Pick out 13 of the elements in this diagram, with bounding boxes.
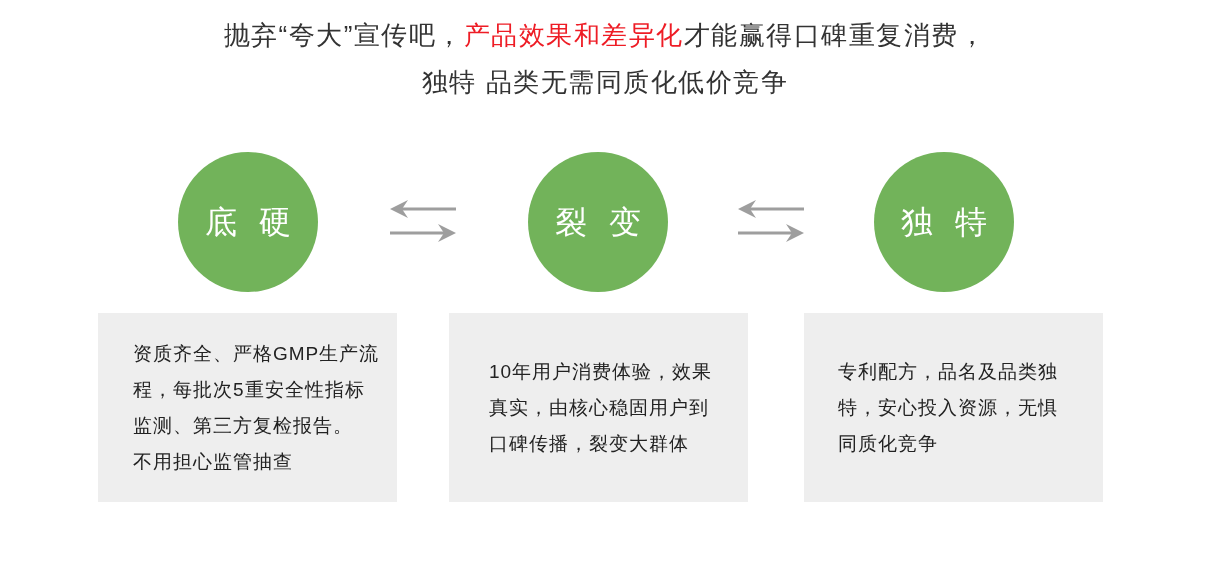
- circle-label: 底硬: [205, 203, 313, 241]
- arrow: [390, 200, 456, 218]
- arrow: [738, 200, 804, 218]
- subtitle: 独特 品类无需同质化低价竞争: [421, 66, 789, 98]
- title: 抛弃“夸大”宣传吧，产品效果和差异化才能赢得口碑重复消费，: [223, 19, 987, 51]
- panel-text: 资质齐全、严格GMP生产流程，每批次5重安全性指标监测、第三方复检报告。: [133, 341, 381, 438]
- arrow: [390, 224, 456, 242]
- panel-text: 10年用户消费体验，效果真实，由核心稳固用户到口碑传播，裂变大群体: [489, 359, 714, 456]
- arrow: [738, 224, 804, 242]
- panel-text: 专利配方，品名及品类独特，安心投入资源，无惧同质化竞争: [838, 359, 1059, 456]
- circle-label: 独特: [901, 203, 1009, 241]
- panel-text: 不用担心监管抽查: [133, 449, 293, 474]
- circle-label: 裂变: [555, 203, 663, 241]
